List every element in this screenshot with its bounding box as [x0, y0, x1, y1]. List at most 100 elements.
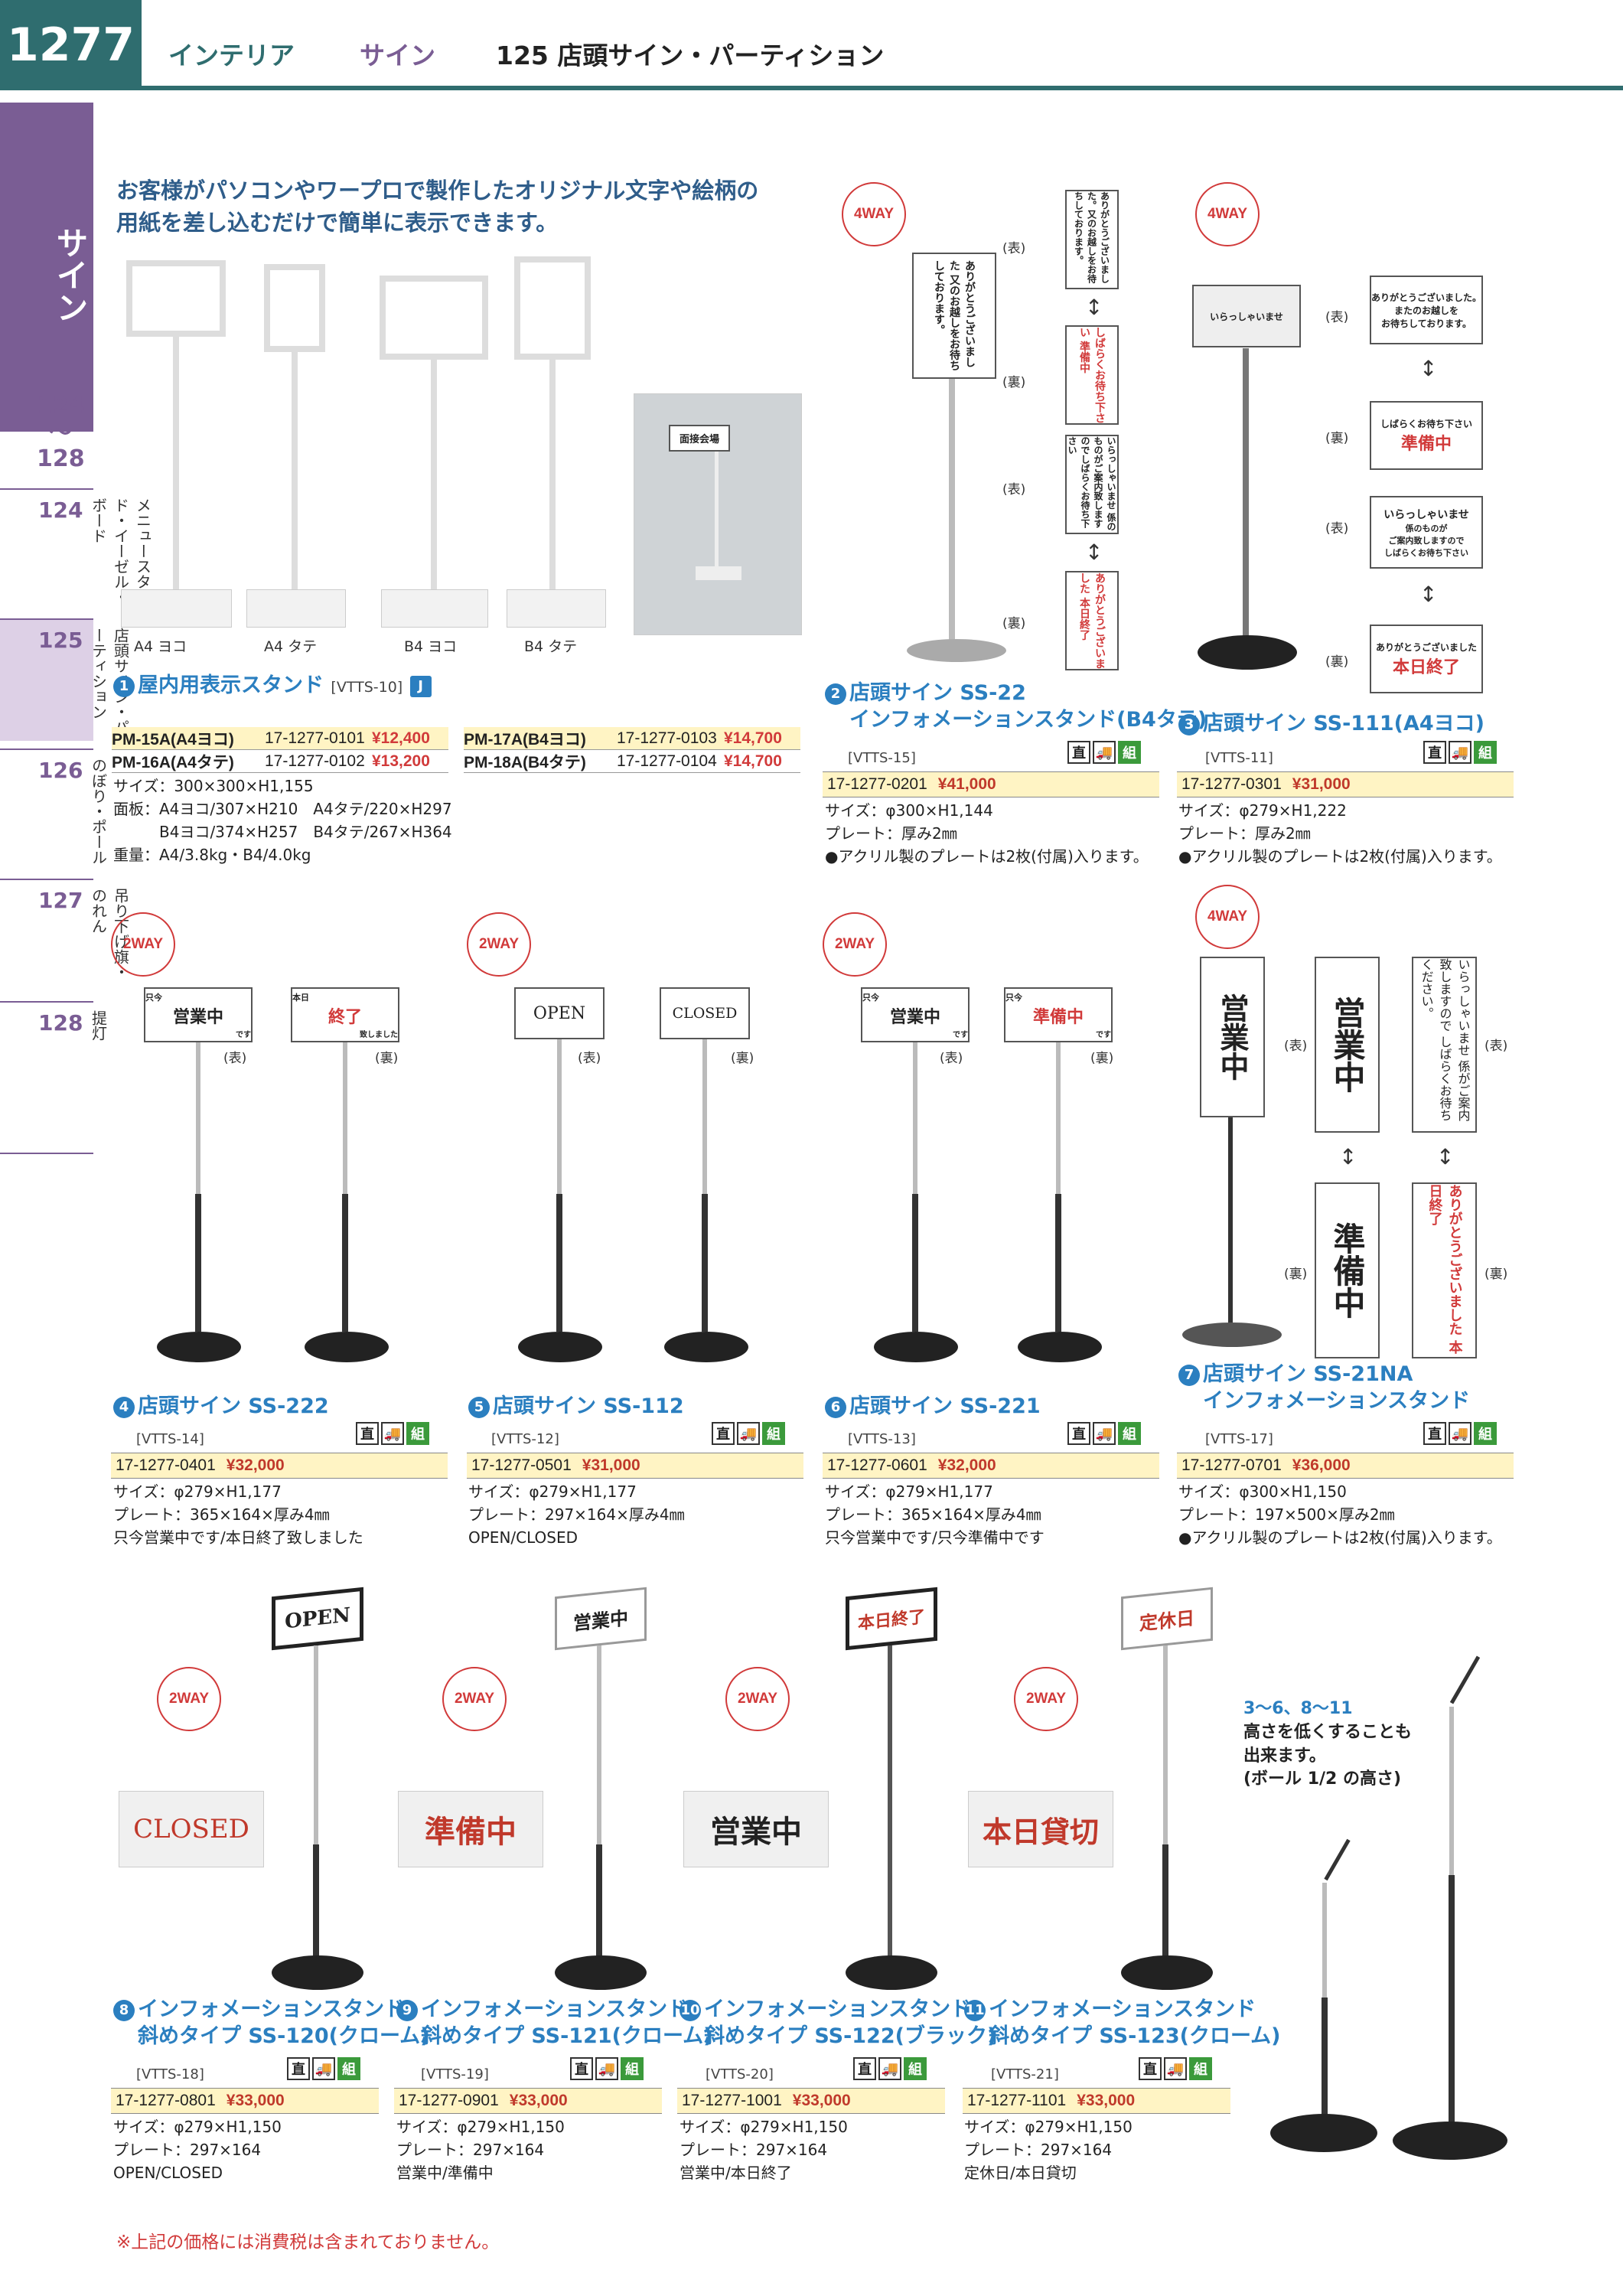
product-7-icons: 直🚚組	[1423, 1422, 1497, 1445]
badge-2way: 2WAY	[157, 1667, 221, 1731]
p3-panel-1: ありがとうございました。またのお越しをお待ちしております。	[1370, 276, 1483, 344]
product-9-code: [VTTS-19]	[421, 2066, 489, 2082]
product-9-icons: 直🚚組	[570, 2057, 644, 2080]
p2-panel-1: ありがとうございました。又のお越しをお待ちしております。	[1065, 190, 1119, 289]
p7-stand-sign: 営業中	[1200, 957, 1265, 1117]
side-label: (裏)	[1002, 375, 1026, 390]
arrow-icon: ↕	[1419, 356, 1438, 381]
product-6-code: [VTTS-13]	[848, 1431, 916, 1447]
photo-sign: 面接会場	[669, 425, 730, 452]
side-label: (裏)	[1090, 1051, 1114, 1066]
p5-sign-front: OPEN	[514, 987, 605, 1039]
p6-sign-back: 只今準備中です	[1004, 987, 1113, 1042]
p7-panel-2: いらっしゃいませ 係がご案内致しますので しばらくお待ちください。	[1412, 957, 1477, 1133]
arrow-icon: ↕	[1339, 1144, 1357, 1169]
breadcrumb-sign[interactable]: サイン	[360, 41, 435, 70]
side-label: (表)	[1325, 310, 1349, 325]
p10-back-sign: 営業中	[683, 1791, 829, 1867]
badge-2way: 2WAY	[1014, 1667, 1078, 1731]
table-row: PM-16A(A4タテ)17-1277-0102¥13,200	[112, 750, 448, 773]
product-4-code: [VTTS-14]	[136, 1431, 204, 1447]
product-5-price: 17-1277-0501¥31,000	[467, 1453, 803, 1479]
p7-panel-4: ありがとうございました 本日終了	[1412, 1182, 1477, 1358]
side-label: (裏)	[731, 1051, 754, 1066]
product-2-price: 17-1277-0201¥41,000	[823, 771, 1159, 797]
arrow-icon: ↕	[1085, 540, 1103, 565]
badge-2way: 2WAY	[467, 912, 531, 977]
product-8-code: [VTTS-18]	[136, 2066, 204, 2082]
breadcrumb-section: 125 店頭サイン・パーティション	[496, 41, 885, 70]
badge-4way: 4WAY	[1195, 885, 1260, 949]
p3-stand-sign: いらっしゃいませ	[1192, 285, 1301, 347]
sidebar-range: 124〜128	[37, 393, 85, 472]
p7-panel-1: 営業中	[1315, 957, 1380, 1133]
p3-panel-4: ありがとうございました本日終了	[1370, 625, 1483, 693]
sidebar-tab[interactable]: サイン	[0, 103, 93, 432]
intro-text: お客様がパソコンやワープロで製作したオリジナル文字や絵柄の用紙を差し込むだけで簡…	[116, 178, 759, 236]
side-label: (裏)	[1284, 1267, 1308, 1282]
table-row: PM-15A(A4ヨコ)17-1277-0101¥12,400	[112, 727, 448, 750]
label-a4-yoko: A4 ヨコ	[134, 638, 187, 655]
table-row: PM-18A(B4タテ)17-1277-0104¥14,700	[464, 750, 800, 773]
p11-back-sign: 本日貸切	[968, 1791, 1113, 1867]
tax-footnote: ※上記の価格には消費税は含まれておりません。	[116, 2232, 500, 2252]
p2-panel-3: いらっしゃいませ 係のものがご案内致しますのでしばらくお待ち下さい	[1065, 435, 1119, 534]
product-3-price: 17-1277-0301¥31,000	[1177, 771, 1514, 797]
p2-stand-sign: ありがとうございました 又のお越しをお待ちしております。	[912, 253, 996, 379]
badge-4way: 4WAY	[1195, 182, 1260, 246]
product-6-price: 17-1277-0601¥32,000	[823, 1453, 1159, 1479]
side-label: (裏)	[1484, 1267, 1508, 1282]
p3-panel-3: いらっしゃいませ係のものがご案内致しますのでしばらくお待ち下さい	[1370, 496, 1483, 569]
product-2-code: [VTTS-15]	[848, 750, 916, 766]
label-b4-tate: B4 タテ	[524, 638, 578, 655]
product-10-price: 17-1277-1001¥33,000	[677, 2088, 945, 2114]
product-5-code: [VTTS-12]	[491, 1431, 559, 1447]
product-8-price: 17-1277-0801¥33,000	[111, 2088, 379, 2114]
product-3-code: [VTTS-11]	[1205, 750, 1273, 766]
breadcrumb-interior[interactable]: インテリア	[168, 41, 295, 70]
p7-panel-3: 準備中	[1315, 1182, 1380, 1358]
side-label: (表)	[1325, 521, 1349, 536]
p4-sign-back: 本日終了致しました	[291, 987, 399, 1042]
product-5-icons: 直🚚組	[712, 1422, 785, 1445]
arrow-icon: ↕	[1436, 1144, 1455, 1169]
p6-sign-front: 只今営業中です	[861, 987, 970, 1042]
product-6-icons: 直🚚組	[1067, 1422, 1141, 1445]
page-header: 1277 インテリア サイン 125 店頭サイン・パーティション	[0, 0, 1623, 90]
product-11-icons: 直🚚組	[1139, 2057, 1212, 2080]
p9-top-sign: 営業中	[555, 1587, 647, 1651]
product-11-code: [VTTS-21]	[991, 2066, 1059, 2082]
side-label: (表)	[223, 1051, 247, 1066]
p4-sign-front: 只今営業中です	[144, 987, 253, 1042]
badge-2way: 2WAY	[111, 912, 175, 977]
side-label: (裏)	[1325, 431, 1349, 446]
arrow-icon: ↕	[1419, 582, 1438, 607]
badge-4way: 4WAY	[842, 182, 906, 246]
